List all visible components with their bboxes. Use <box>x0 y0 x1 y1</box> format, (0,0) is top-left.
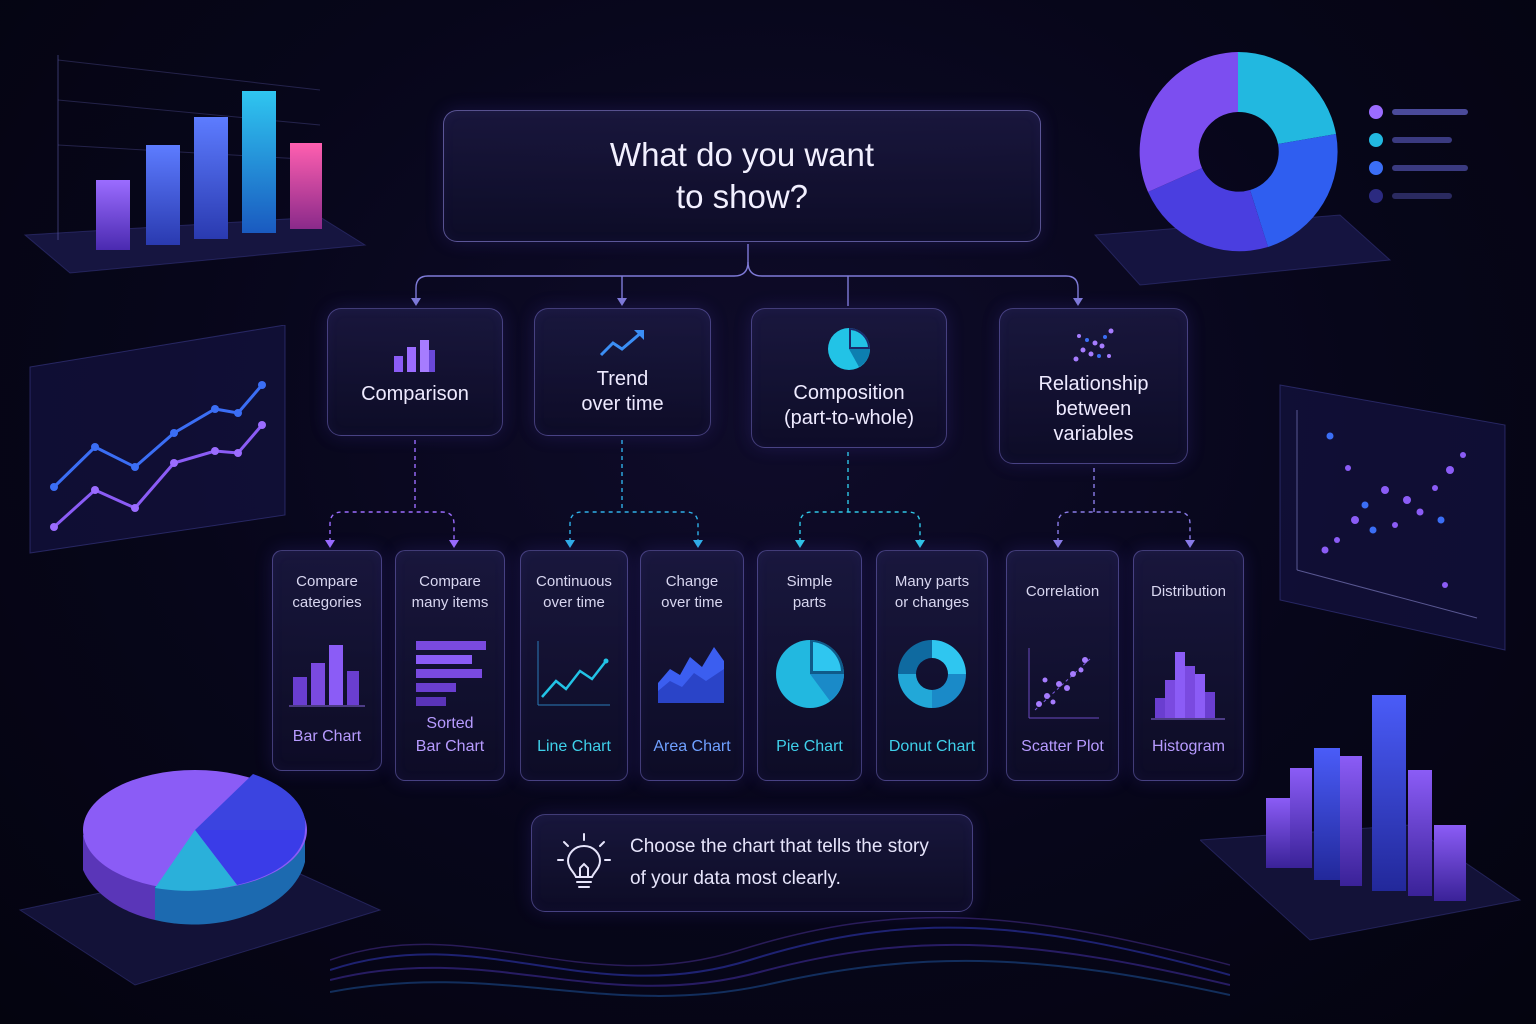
option-description: Correlation <box>1025 583 1100 600</box>
pie-chart-icon <box>828 328 870 370</box>
question-title: What do you want to show? <box>609 136 875 215</box>
decorative-donut-chart <box>1093 52 1468 286</box>
option-chart-name: Scatter Plot <box>1021 738 1104 755</box>
option-description: Compare many items <box>411 573 489 611</box>
category-label: Trend over time <box>581 368 664 415</box>
decorative-bar-chart <box>23 55 367 274</box>
category-label: Comparison <box>361 382 469 405</box>
category-label: Composition (part-to-whole) <box>783 382 915 429</box>
bar-chart-icon <box>289 645 365 707</box>
option-description: Simple parts <box>786 573 833 611</box>
decorative-pie-chart <box>18 770 382 986</box>
option-chart-name: Line Chart <box>537 738 611 755</box>
option-description: Change over time <box>661 573 723 611</box>
decorative-scatter-plot <box>1279 384 1506 651</box>
option-description: Compare categories <box>292 573 362 611</box>
histogram-icon <box>1150 652 1225 720</box>
question-box: What do you want to show? <box>443 110 1041 242</box>
option-description: Distribution <box>1150 583 1227 600</box>
option-scatter-plot[interactable]: Correlation Scatter Plot <box>1006 550 1119 781</box>
option-chart-name: Donut Chart <box>888 738 976 755</box>
category-composition[interactable]: Composition (part-to-whole) <box>751 308 947 448</box>
category-trend[interactable]: Trend over time <box>534 308 711 436</box>
trend-line-icon <box>599 330 644 357</box>
option-pie-chart[interactable]: Simple parts Pie Chart <box>757 550 862 781</box>
scatter-plot-icon <box>1028 648 1099 719</box>
tip-box: Choose the chart that tells the story of… <box>531 814 973 912</box>
tip-text: Choose the chart that tells the story of… <box>630 836 929 889</box>
decorative-line-chart <box>29 325 286 554</box>
bar-chart-icon <box>394 339 435 372</box>
category-label: Relationship between variables <box>1038 372 1149 445</box>
option-chart-name: Bar Chart <box>292 728 362 745</box>
option-description: Many parts or changes <box>894 573 970 611</box>
sorted-bar-chart-icon <box>416 641 486 706</box>
line-chart-icon <box>537 641 610 706</box>
category-relationship[interactable]: Relationship between variables <box>999 308 1188 464</box>
area-chart-icon <box>658 647 724 703</box>
category-comparison[interactable]: Comparison <box>327 308 503 436</box>
donut-chart-icon <box>898 640 966 708</box>
option-chart-name: Sorted Bar Chart <box>415 715 485 755</box>
decorative-bar-chart-3d <box>1200 695 1522 941</box>
decorative-wave <box>330 916 1230 997</box>
option-bar-chart[interactable]: Compare categories Bar Chart <box>272 550 382 771</box>
option-area-chart[interactable]: Change over time Area Chart <box>640 550 744 781</box>
option-chart-name: Area Chart <box>653 738 731 755</box>
scatter-icon <box>1073 328 1113 361</box>
option-line-chart[interactable]: Continuous over time Line Chart <box>520 550 628 781</box>
option-donut-chart[interactable]: Many parts or changes Donut Chart <box>876 550 988 781</box>
option-chart-name: Histogram <box>1152 738 1225 755</box>
option-description: Continuous over time <box>536 573 612 611</box>
option-histogram[interactable]: Distribution Histogram <box>1133 550 1244 781</box>
lightbulb-icon <box>557 833 611 888</box>
pie-chart-icon <box>775 640 844 708</box>
option-chart-name: Pie Chart <box>776 738 843 755</box>
option-sorted-bar-chart[interactable]: Compare many items Sorted Bar Chart <box>395 550 505 781</box>
